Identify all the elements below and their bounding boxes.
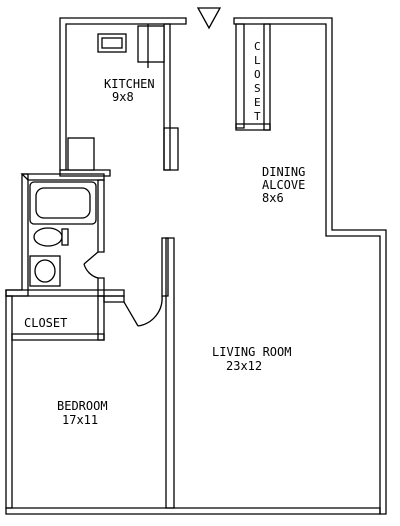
kitchen-sink-basin [101,37,123,49]
closet-bottom-wall [11,333,105,341]
closet-right-wall [97,295,105,341]
lavatory [34,259,56,283]
bath-top-wall [20,173,105,181]
kitchen-bottom-wall [59,169,111,177]
room-labels: KITCHEN 9x8 DINING ALCOVE 8x6 LIVING ROO… [24,40,305,427]
top-closet-bottom-wall [235,123,271,131]
kitchen-name: KITCHEN [104,77,155,91]
top-closet-letter-5: E [254,96,261,109]
dining-size: 8x6 [262,191,284,205]
bedroom-left-wall [5,295,13,509]
kitchen-right-wall [163,23,171,171]
bedroom-name: BEDROOM [57,399,108,413]
bath-door-swing [83,263,99,279]
top-closet-letter-1: C [254,40,261,53]
stove [67,137,95,171]
kitchen-counter-end [163,127,179,171]
top-closet-right-wall [263,23,271,131]
doors [83,251,163,327]
top-closet-letter-2: L [254,54,261,67]
bath-fixtures [29,181,97,287]
hall-wall-stub [103,295,125,303]
top-closet-letter-3: O [254,68,261,81]
bath-right-wall-bottom [97,277,105,297]
bath-left-wall [5,173,29,297]
top-closet-letter-6: T [254,110,261,123]
bottom-wall [5,507,381,515]
outer-walls [5,17,387,515]
dining-name-line2: ALCOVE [262,178,305,192]
toilet-bowl [33,227,63,247]
bedroom-size: 17x11 [62,413,98,427]
hall-closet-label: CLOSET [24,316,67,330]
bath-right-wall-top [97,179,105,253]
partition-top [161,237,169,297]
toilet-tank [61,228,69,246]
bath-bottom-wall [5,289,125,297]
living-name: LIVING ROOM [212,345,291,359]
kitchen-size: 9x8 [112,90,134,104]
bathtub-inner [35,187,91,219]
top-closet-letter-4: S [254,82,261,95]
refrigerator [137,25,165,63]
living-size: 23x12 [226,359,262,373]
bedroom-door-swing [137,295,163,327]
top-closet-left-wall [235,23,245,129]
entry-triangle-icon [196,7,222,30]
kitchen-fixtures [67,24,165,171]
bedroom-door-leaf [123,301,139,327]
dining-name-line1: DINING [262,165,305,179]
living-bedroom-wall [165,237,175,509]
bath-door-leaf [83,251,99,265]
